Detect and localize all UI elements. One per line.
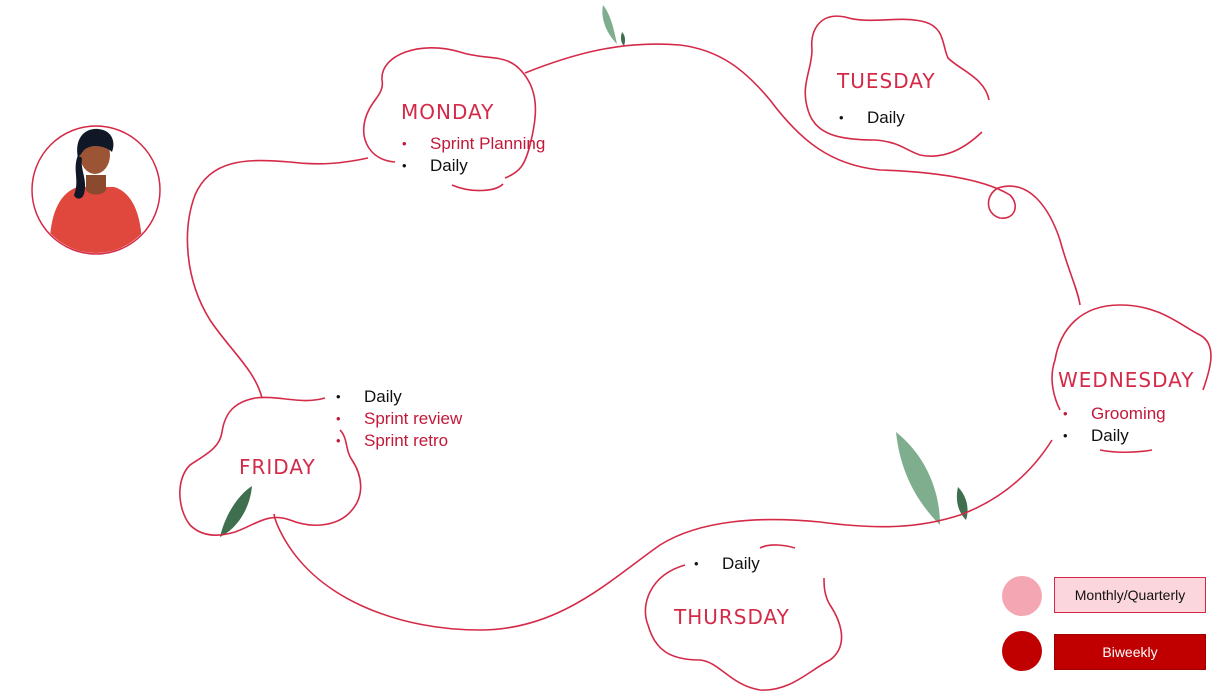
tuesday-meetings: Daily xyxy=(839,107,905,129)
wednesday-title: WEDNESDAY xyxy=(1058,368,1195,392)
leaf-decoration-right xyxy=(896,432,968,525)
legend-monthly-label: Monthly/Quarterly xyxy=(1054,577,1206,613)
cycle-path xyxy=(186,43,1081,631)
list-item: Sprint Planning xyxy=(402,133,545,155)
friday-title: FRIDAY xyxy=(239,455,316,479)
thursday-blob xyxy=(644,544,843,691)
list-item: Daily xyxy=(402,155,545,177)
avatar xyxy=(31,125,161,255)
list-item: Daily xyxy=(694,553,760,575)
tuesday-title: TUESDAY xyxy=(837,69,936,93)
friday-blob xyxy=(179,396,362,536)
legend-monthly-dot xyxy=(1002,576,1042,616)
wednesday-meetings: Grooming Daily xyxy=(1063,403,1166,447)
list-item: Daily xyxy=(839,107,905,129)
wednesday-blob xyxy=(1051,304,1212,454)
monday-title: MONDAY xyxy=(401,100,495,124)
monday-meetings: Sprint Planning Daily xyxy=(402,133,545,177)
legend-biweekly-label: Biweekly xyxy=(1054,634,1206,670)
list-item: Sprint retro xyxy=(336,430,462,452)
list-item: Grooming xyxy=(1063,403,1166,425)
thursday-meetings: Daily xyxy=(694,553,760,575)
list-item: Daily xyxy=(336,386,462,408)
list-item: Sprint review xyxy=(336,408,462,430)
list-item: Daily xyxy=(1063,425,1166,447)
leaf-decoration-top xyxy=(602,5,626,46)
tuesday-blob xyxy=(804,15,990,157)
friday-meetings: Daily Sprint review Sprint retro xyxy=(336,386,462,452)
thursday-title: THURSDAY xyxy=(674,605,790,629)
leaf-decoration-left xyxy=(220,486,252,537)
legend-biweekly-dot xyxy=(1002,631,1042,671)
